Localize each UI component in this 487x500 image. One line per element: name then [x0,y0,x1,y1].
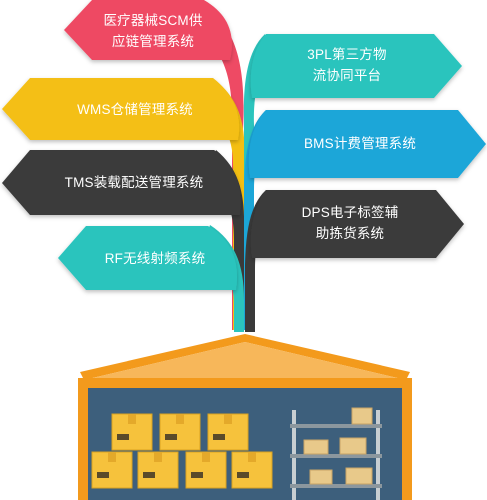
box [231,451,273,489]
shelf-box [345,467,373,485]
branch-3pl-line-2: 流协同平台 [312,68,382,83]
storage-shelf [290,407,382,500]
box [137,451,179,489]
branch-bms-label: BMS计费管理系统 [262,133,458,154]
branch-rf-line-1: RF无线射频系统 [104,251,206,266]
branch-wms-label: WMS仓储管理系统 [40,99,230,120]
branch-wms-banner [2,78,240,140]
branch-rf-banner [58,226,237,290]
branch-scm-line-2: 应链管理系统 [111,34,195,49]
warehouse [78,334,412,500]
warehouse-gable [84,342,406,380]
warehouse-roof-left [80,334,245,380]
branch-3pl-line-1: 3PL第三方物 [307,47,387,62]
branch-dps-line-2: 助拣货系统 [315,226,385,241]
branch-bms-line-1: BMS计费管理系统 [303,136,417,151]
shelf-box [303,439,329,455]
shelf-box [339,437,367,455]
branch-3pl-banner [250,34,462,98]
branch-tms-banner [2,150,241,215]
box [111,413,153,451]
shelf-box [351,407,373,425]
branch-dps-stem [245,190,272,332]
box [185,451,227,489]
shelf-plank [290,424,382,428]
branch-dps-label: DPS电子标签辅 助拣货系统 [262,202,438,244]
branch-scm-line-1: 医疗器械SCM供 [103,13,203,28]
branch-bms-banner [248,110,486,178]
branch-tms-line-1: TMS装载配送管理系统 [64,175,204,190]
branch-rf-label: RF无线射频系统 [80,248,230,269]
branch-dps-banner [250,190,464,258]
box [207,413,249,451]
branch-dps-line-1: DPS电子标签辅 [301,205,399,220]
branch-scm-label: 医疗器械SCM供 应链管理系统 [88,10,218,52]
branch-scm-banner [64,0,232,60]
shelf-box [309,469,333,485]
shelf-plank [290,484,382,488]
branch-3pl-label: 3PL第三方物 流协同平台 [262,44,432,86]
warehouse-roof-right [245,334,410,380]
box [159,413,201,451]
box-stack [91,413,273,489]
branch-wms-line-1: WMS仓储管理系统 [77,102,193,117]
shelf-plank [290,454,382,458]
branch-tms-label: TMS装载配送管理系统 [36,172,232,193]
box [91,451,133,489]
